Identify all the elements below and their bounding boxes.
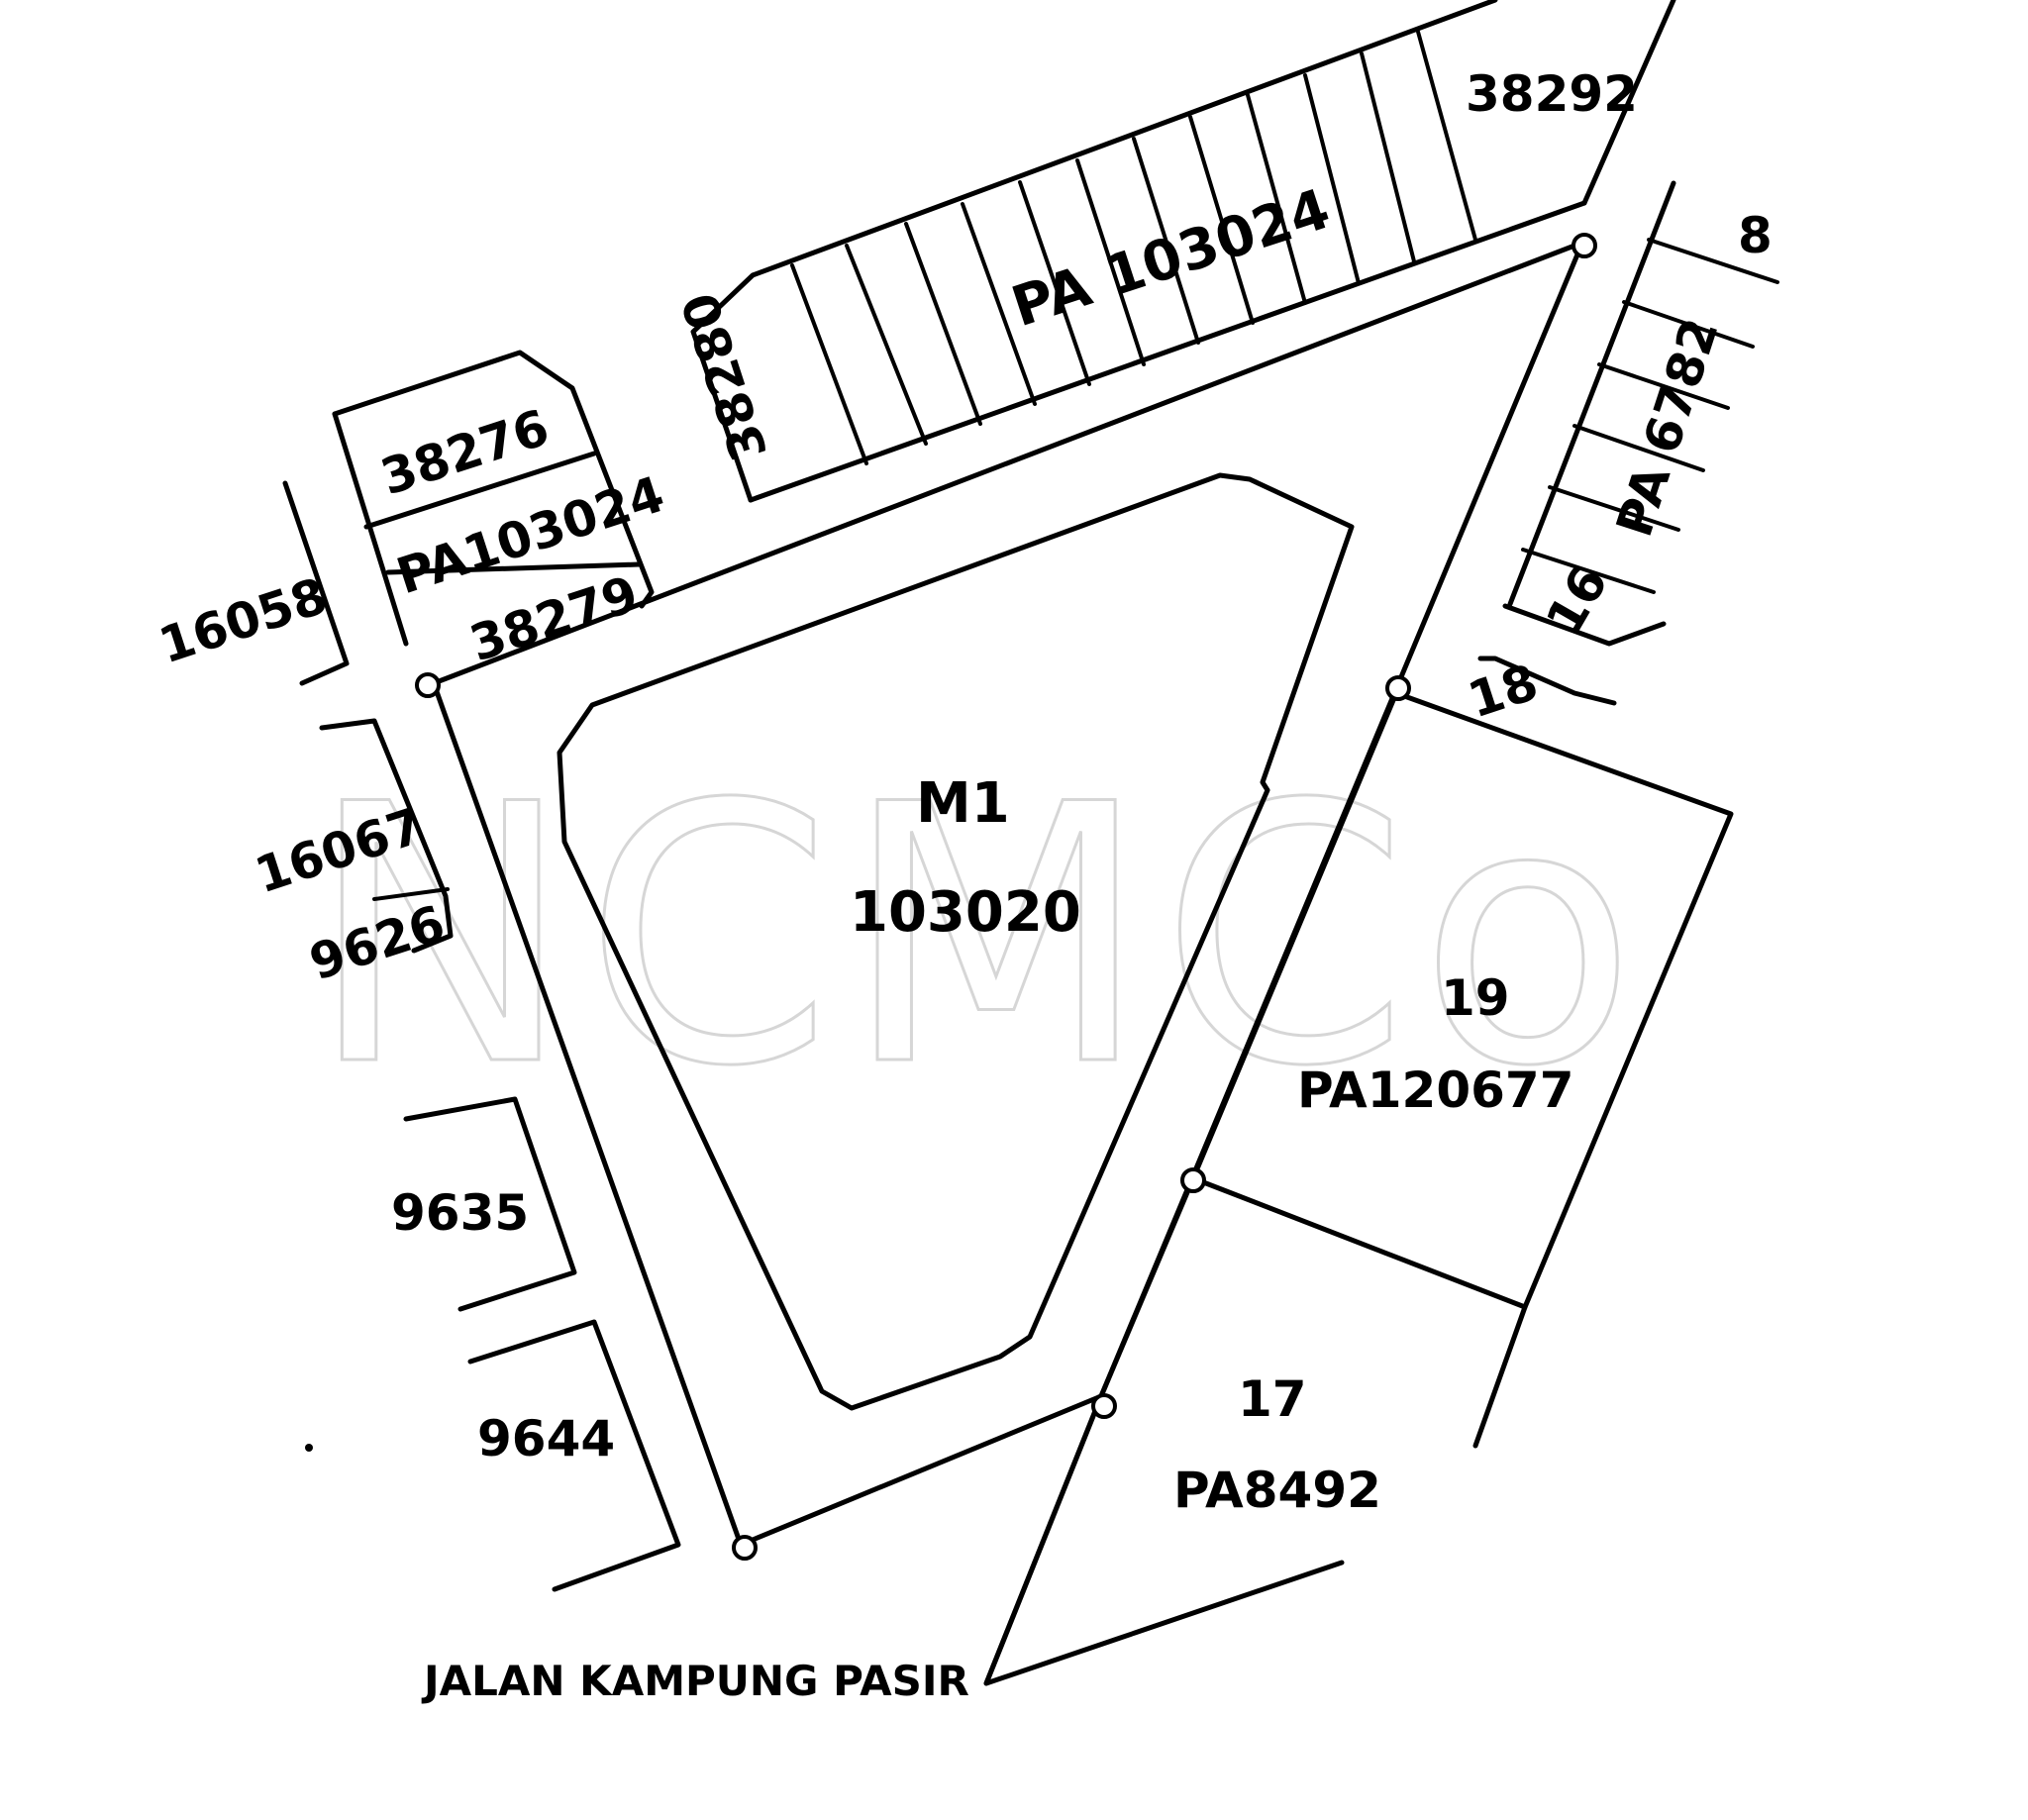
lot-label-18: 18 [1462,654,1545,730]
lot-label-103020: 103020 [850,880,1081,945]
lot-label-38276: 38276 [374,398,556,506]
road-name: JALAN KAMPUNG PASIR [421,1657,969,1705]
lot-label-pa6782: PA 6782 [1605,312,1729,544]
survey-marker [1385,675,1411,701]
lot-row-top [690,0,1676,503]
lot-label-38279: 38279 [463,564,645,672]
survey-markers [415,233,1597,1561]
lot-block-right-upper [1477,180,1779,706]
lot-label-pa120677: PA120677 [1297,1062,1574,1119]
lot-label-9644: 9644 [477,1410,615,1467]
lot-block-left [282,480,681,1592]
lot-label-16058: 16058 [152,566,334,674]
survey-marker [1091,1393,1117,1419]
lot-label-8: 8 [1738,207,1773,264]
lot-label-pa8492: PA8492 [1173,1462,1381,1519]
lot-block-top-left [332,350,655,647]
lot-label-9635: 9635 [391,1184,529,1242]
lot-label-38280: 38280 [670,286,778,467]
survey-marker [1572,233,1597,258]
lot-label-m1: M1 [916,771,1010,836]
map-dot [305,1444,313,1452]
lot-17-boundary [983,1175,1345,1686]
survey-marker [415,672,441,698]
survey-marker [732,1535,758,1561]
survey-marker [1180,1167,1206,1193]
watermark-text: NCMCo [307,729,1647,1144]
lot-label-17: 17 [1238,1370,1307,1428]
lot-label-pa103024: PA 103024 [1004,177,1337,341]
lot-m1-boundary [557,472,1355,1411]
lot-label-38292: 38292 [1466,65,1638,123]
lot-label-19: 19 [1441,969,1510,1027]
lot-label-16: 16 [1535,556,1619,645]
